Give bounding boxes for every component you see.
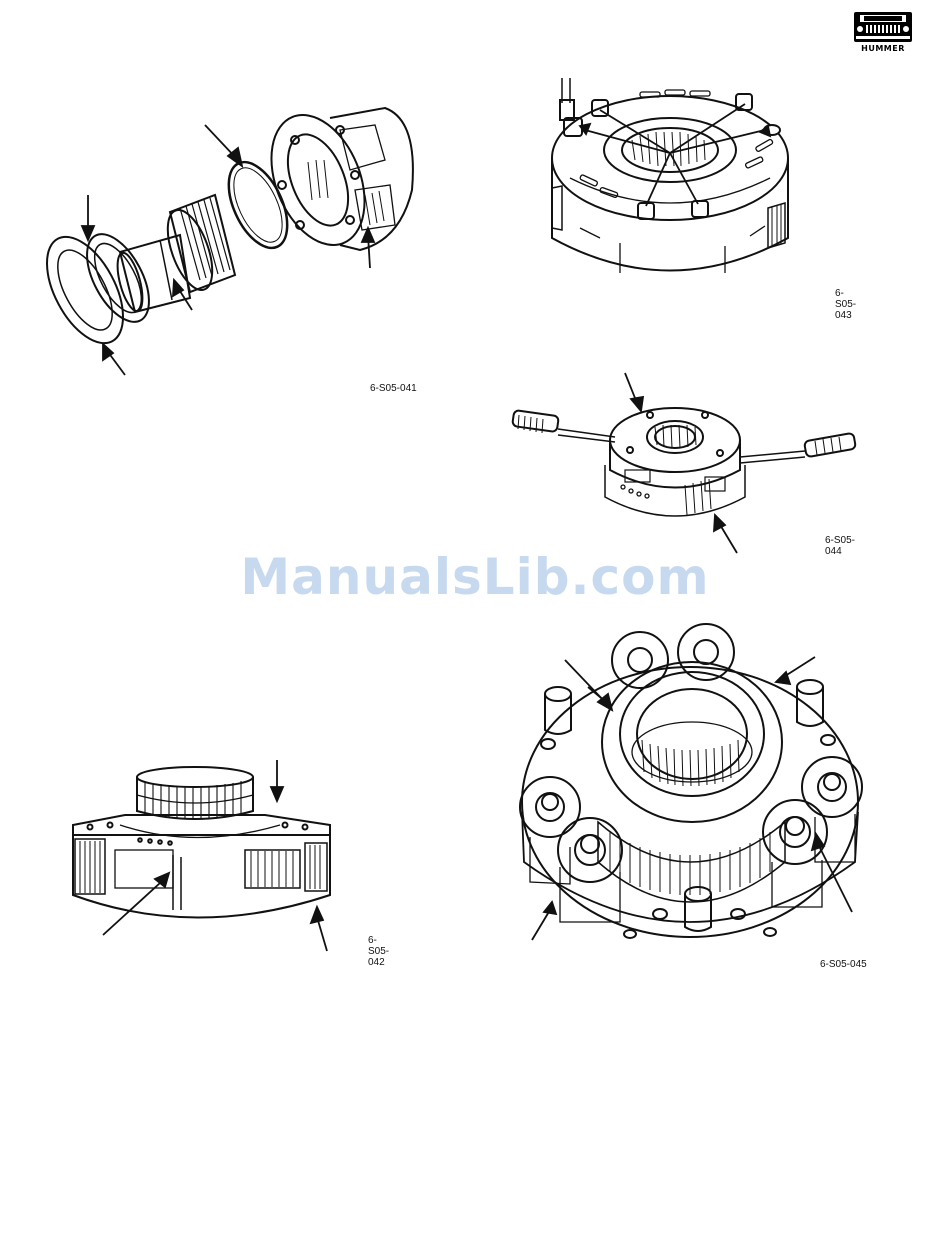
figure-6-s05-043: 6-S05-043 <box>540 78 800 288</box>
planetary-carrier-illustration <box>65 755 355 955</box>
figure-caption: 6-S05-042 <box>368 935 389 968</box>
figure-caption: 6-S05-041 <box>370 383 417 394</box>
screwdriver-pry-illustration <box>505 365 865 560</box>
carrier-bolts-illustration <box>540 78 800 288</box>
hummer-vehicle-icon <box>852 6 914 46</box>
figure-6-s05-044: 6-S05-044 <box>505 365 865 560</box>
exploded-carrier-illustration <box>40 100 430 390</box>
figure-6-s05-045: 6-S05-045 <box>510 622 880 982</box>
hummer-logo-text: HUMMER <box>852 44 914 53</box>
figure-6-s05-042: 6-S05-042 <box>65 755 355 955</box>
figure-caption: 6-S05-045 <box>820 959 867 970</box>
figure-6-s05-041: 6-S05-041 <box>40 100 430 390</box>
figure-caption: 6-S05-043 <box>835 288 856 321</box>
watermark: ManualsLib.com <box>0 548 950 606</box>
planetary-gear-set-illustration <box>510 622 880 982</box>
